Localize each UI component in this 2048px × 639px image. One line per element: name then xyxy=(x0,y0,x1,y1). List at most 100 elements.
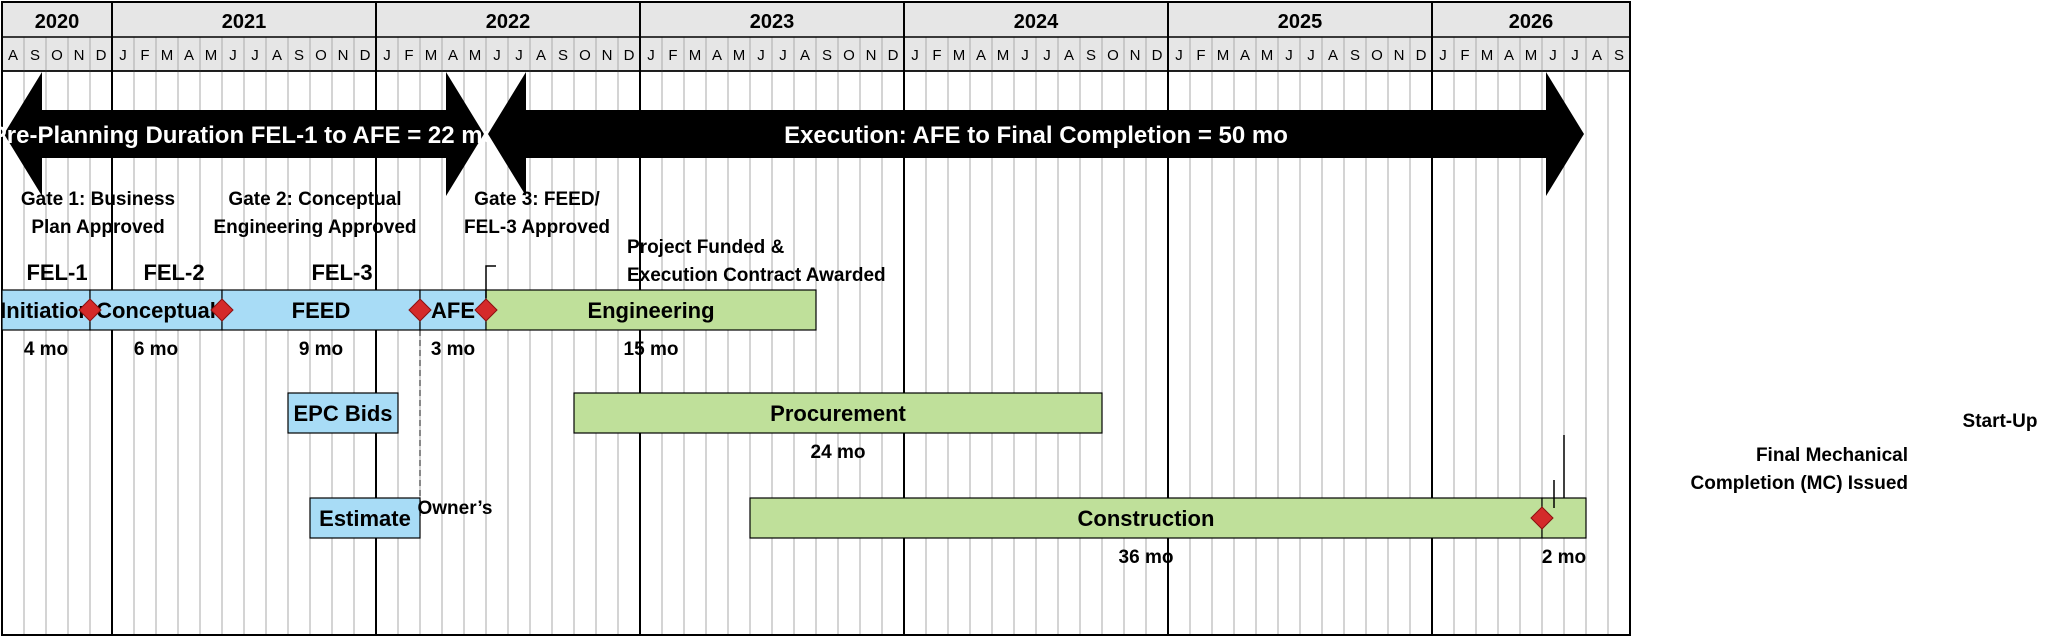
month-label: S xyxy=(30,47,40,64)
month-label: D xyxy=(1416,47,1427,64)
month-label: O xyxy=(51,47,63,64)
month-label: J xyxy=(1043,47,1051,64)
month-label: M xyxy=(469,47,482,64)
duration-label: 4 mo xyxy=(24,339,68,360)
activity-label: Engineering xyxy=(587,298,714,323)
startup-note: Start-Up xyxy=(1963,411,2038,432)
activity-bar xyxy=(221,289,421,331)
activity-label: EPC Bids xyxy=(293,401,392,426)
month-label: D xyxy=(96,47,107,64)
phase-label: FEL-2 xyxy=(143,260,204,285)
month-label: A xyxy=(712,47,722,64)
month-label: J xyxy=(1307,47,1315,64)
month-label: A xyxy=(272,47,282,64)
month-label: O xyxy=(843,47,855,64)
duration-label: 3 mo xyxy=(431,339,475,360)
month-label: D xyxy=(360,47,371,64)
owners-estimate-note: Owner’s xyxy=(418,498,493,519)
duration-label: 36 mo xyxy=(1119,547,1174,568)
month-label: M xyxy=(1525,47,1538,64)
activity-label: Initiation xyxy=(0,298,92,323)
month-label: O xyxy=(579,47,591,64)
milestone-label: Completion (MC) Issued xyxy=(1691,473,1908,494)
month-label: J xyxy=(1285,47,1293,64)
month-label: N xyxy=(602,47,613,64)
month-label: J xyxy=(779,47,787,64)
month-label: F xyxy=(932,47,941,64)
month-label: M xyxy=(1261,47,1274,64)
duration-label: 15 mo xyxy=(624,339,679,360)
milestone-diamond xyxy=(78,298,102,322)
month-label: J xyxy=(251,47,259,64)
month-label: M xyxy=(205,47,218,64)
month-label: O xyxy=(1371,47,1383,64)
month-label: N xyxy=(1394,47,1405,64)
milestone-diamond xyxy=(1530,506,1554,530)
activity-bar xyxy=(89,289,223,331)
year-label: 2023 xyxy=(750,11,795,33)
month-label: D xyxy=(1152,47,1163,64)
month-label: J xyxy=(229,47,237,64)
month-label: F xyxy=(1196,47,1205,64)
month-label: J xyxy=(515,47,523,64)
activity-label: Procurement xyxy=(770,401,906,426)
month-label: S xyxy=(558,47,568,64)
month-label: F xyxy=(1460,47,1469,64)
month-label: J xyxy=(383,47,391,64)
duration-arrow xyxy=(4,72,484,196)
year-label: 2025 xyxy=(1278,11,1323,33)
month-label: A xyxy=(8,47,18,64)
month-label: A xyxy=(184,47,194,64)
phase-label: FEL-1 xyxy=(26,260,87,285)
month-label: D xyxy=(888,47,899,64)
month-label: M xyxy=(953,47,966,64)
month-label: S xyxy=(1086,47,1096,64)
milestone-diamond xyxy=(408,298,432,322)
activity-bar xyxy=(749,497,1543,539)
month-label: F xyxy=(668,47,677,64)
month-label: A xyxy=(536,47,546,64)
duration-label: 9 mo xyxy=(299,339,343,360)
month-label: M xyxy=(733,47,746,64)
activity-label: Construction xyxy=(1078,506,1215,531)
month-label: J xyxy=(493,47,501,64)
month-label: J xyxy=(647,47,655,64)
month-label: S xyxy=(1350,47,1360,64)
month-label: A xyxy=(1592,47,1602,64)
month-label: A xyxy=(1328,47,1338,64)
month-label: J xyxy=(1021,47,1029,64)
month-label: M xyxy=(997,47,1010,64)
duration-label: 2 mo xyxy=(1542,547,1586,568)
activity-label: Estimate xyxy=(319,506,411,531)
month-label: N xyxy=(74,47,85,64)
year-label: 2024 xyxy=(1014,11,1059,33)
month-label: N xyxy=(866,47,877,64)
milestone-label: Project Funded & xyxy=(627,237,785,258)
month-label: D xyxy=(624,47,635,64)
month-label: M xyxy=(425,47,438,64)
milestone-label: Execution Contract Awarded xyxy=(627,265,886,286)
month-label: J xyxy=(1175,47,1183,64)
year-label: 2021 xyxy=(222,11,267,33)
month-label: J xyxy=(1571,47,1579,64)
month-label: M xyxy=(161,47,174,64)
arrow-label: Pre-Planning Duration FEL-1 to AFE = 22 … xyxy=(0,122,497,149)
milestone-leader xyxy=(485,265,496,298)
month-label: O xyxy=(1107,47,1119,64)
duration-label: 6 mo xyxy=(134,339,178,360)
milestone-label: Final Mechanical xyxy=(1756,445,1908,466)
duration-arrow xyxy=(488,72,1584,196)
year-label: 2022 xyxy=(486,11,531,33)
arrow-label: Execution: AFE to Final Completion = 50 … xyxy=(784,122,1288,149)
month-label: A xyxy=(1240,47,1250,64)
month-label: A xyxy=(800,47,810,64)
activity-bar xyxy=(1,289,91,331)
activity-bar xyxy=(485,289,817,331)
month-label: J xyxy=(1439,47,1447,64)
milestone-label: Gate 1: Business xyxy=(21,189,175,210)
activity-bar xyxy=(287,392,399,434)
milestone-diamond xyxy=(210,298,234,322)
month-label: A xyxy=(976,47,986,64)
duration-label: 24 mo xyxy=(811,442,866,463)
